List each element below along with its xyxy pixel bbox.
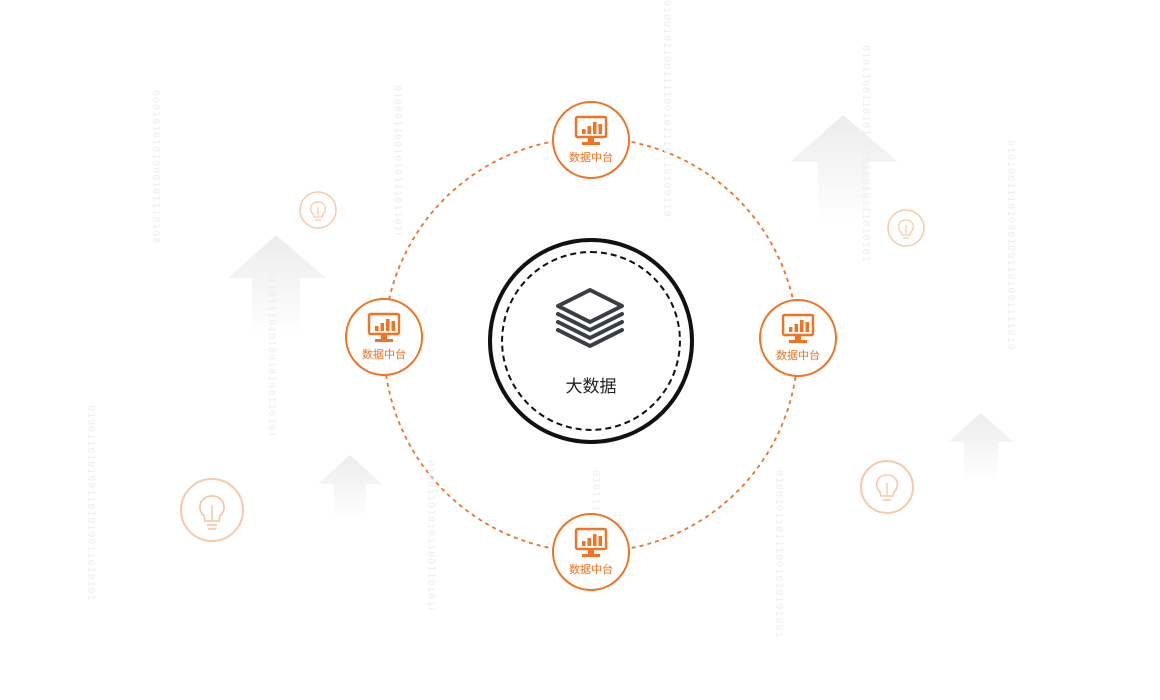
binary-stream: 0001010101000101110100110 xyxy=(150,90,161,245)
binary-stream: 0101100110101001010010111010101 xyxy=(860,45,871,263)
binary-stream: 010100111010001001101001111010 xyxy=(1005,140,1016,351)
binary-stream: 01001011001111001011101101001101 xyxy=(661,0,672,220)
node-label: 数据中台 xyxy=(569,151,613,164)
big-data-hub: 大数据 xyxy=(488,238,694,444)
binary-stream: 01001101010110011010100101 xyxy=(425,460,436,610)
up-arrow-icon xyxy=(790,115,898,222)
layers-stack-icon xyxy=(556,288,624,348)
node-label: 数据中台 xyxy=(776,349,820,362)
up-arrow-icon xyxy=(948,413,1014,482)
hub-label: 大数据 xyxy=(565,377,617,397)
node-label: 数据中台 xyxy=(362,348,406,361)
data-platform-node-bottom[interactable]: 数据中台 xyxy=(552,513,630,591)
hub-dashed-ring xyxy=(501,251,681,431)
binary-stream: 0101110011010101011001 xyxy=(590,470,601,510)
binary-stream: 0100101101110010101010011001011 xyxy=(773,470,784,640)
monitor-bar-chart-icon xyxy=(574,115,608,145)
monitor-bar-chart-icon xyxy=(574,527,608,557)
monitor-bar-chart-icon xyxy=(781,313,815,343)
up-arrow-icon xyxy=(318,455,382,520)
binary-stream: 0100110101001101010011010101 xyxy=(85,405,96,602)
data-platform-node-right[interactable]: 数据中台 xyxy=(759,299,837,377)
lightbulb-icon xyxy=(299,191,337,229)
lightbulb-icon xyxy=(180,478,244,542)
lightbulb-icon xyxy=(860,460,914,514)
lightbulb-icon xyxy=(887,209,925,247)
data-platform-node-top[interactable]: 数据中台 xyxy=(552,101,630,179)
data-platform-node-left[interactable]: 数据中台 xyxy=(345,298,423,376)
binary-stream: 0110111010100101001101010 xyxy=(266,270,277,435)
binary-stream: 010001100101011101101011010101 xyxy=(392,85,403,235)
node-label: 数据中台 xyxy=(569,563,613,576)
monitor-bar-chart-icon xyxy=(367,312,401,342)
up-arrow-icon xyxy=(228,235,326,335)
